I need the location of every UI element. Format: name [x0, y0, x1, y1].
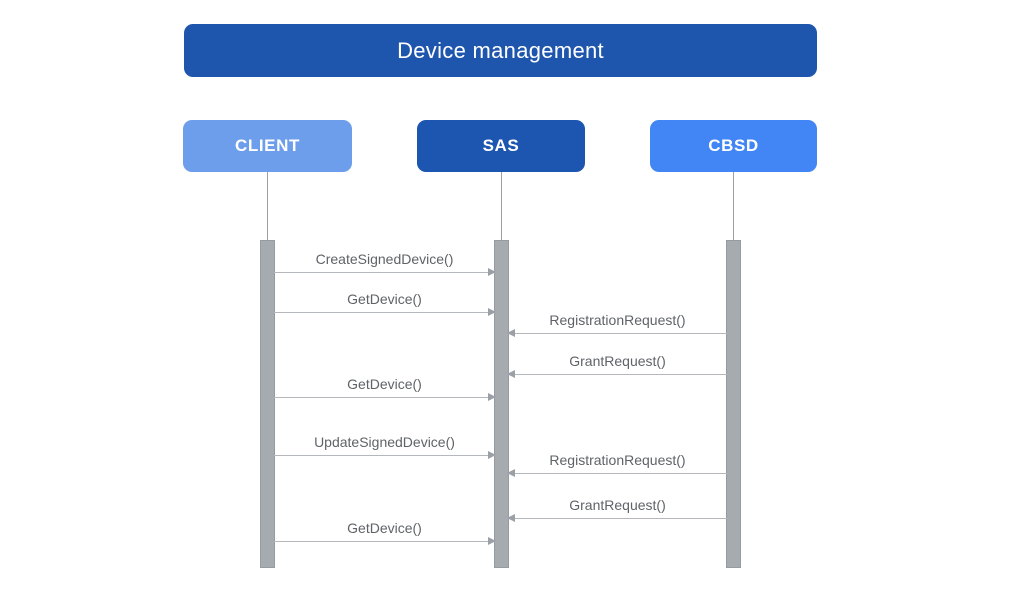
actor-box-cbsd: CBSD — [650, 120, 817, 172]
message-grant-request-1: GrantRequest() — [507, 351, 727, 378]
message-get-device-2: GetDevice() — [274, 374, 496, 401]
lifeline-client — [267, 172, 268, 240]
message-label: CreateSignedDevice() — [315, 251, 454, 267]
message-registration-request-2: RegistrationRequest() — [507, 450, 727, 477]
arrow-right-icon — [274, 268, 496, 276]
message-get-device-1: GetDevice() — [274, 289, 496, 316]
message-label: UpdateSignedDevice() — [314, 434, 455, 450]
arrow-left-icon — [507, 469, 727, 477]
actor-box-sas: SAS — [417, 120, 585, 172]
arrow-left-icon — [507, 514, 727, 522]
arrow-left-icon — [507, 370, 727, 378]
lifeline-cbsd — [733, 172, 734, 240]
activation-bar-cbsd — [726, 240, 741, 568]
diagram-title: Device management — [397, 37, 604, 63]
actor-box-client: CLIENT — [183, 120, 352, 172]
message-create-signed-device: CreateSignedDevice() — [274, 249, 496, 276]
arrow-right-icon — [274, 308, 496, 316]
message-label: GrantRequest() — [569, 497, 666, 513]
activation-bar-client — [260, 240, 275, 568]
message-get-device-3: GetDevice() — [274, 518, 496, 545]
message-label: RegistrationRequest() — [549, 312, 686, 328]
message-registration-request-1: RegistrationRequest() — [507, 310, 727, 337]
message-label: GetDevice() — [347, 291, 422, 307]
activation-bar-sas — [494, 240, 509, 568]
message-label: GrantRequest() — [569, 353, 666, 369]
arrow-right-icon — [274, 393, 496, 401]
actor-label-cbsd: CBSD — [708, 136, 759, 155]
message-label: RegistrationRequest() — [549, 452, 686, 468]
message-label: GetDevice() — [347, 520, 422, 536]
message-grant-request-2: GrantRequest() — [507, 495, 727, 522]
arrow-right-icon — [274, 451, 496, 459]
lifeline-sas — [501, 172, 502, 240]
actor-label-client: CLIENT — [235, 136, 300, 155]
message-label: GetDevice() — [347, 376, 422, 392]
diagram-title-bar: Device management — [184, 24, 817, 77]
message-update-signed-device: UpdateSignedDevice() — [274, 432, 496, 459]
arrow-right-icon — [274, 537, 496, 545]
arrow-left-icon — [507, 329, 727, 337]
actor-label-sas: SAS — [482, 136, 520, 155]
